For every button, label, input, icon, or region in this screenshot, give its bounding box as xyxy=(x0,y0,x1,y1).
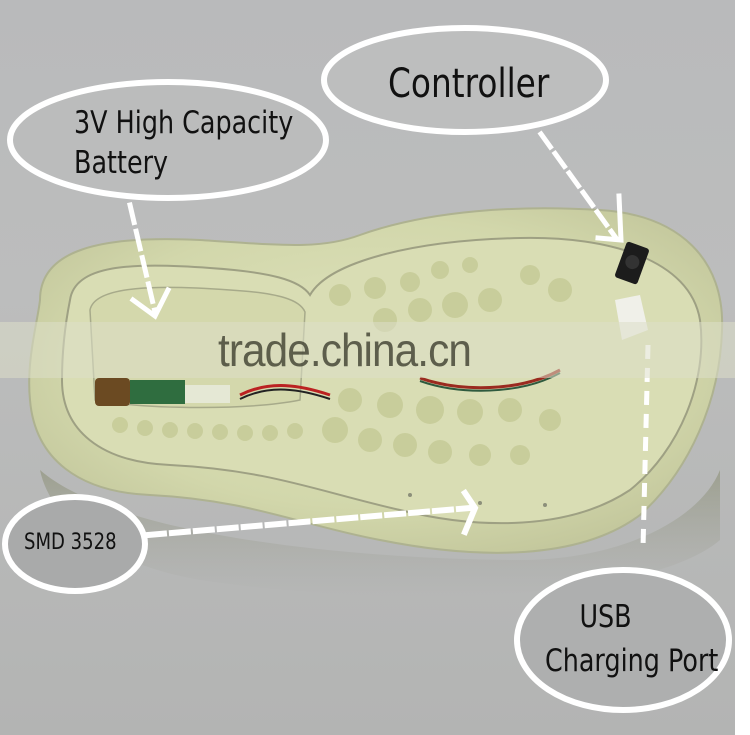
callout-usb-bubble xyxy=(514,567,732,713)
watermark-text: trade.china.cn xyxy=(218,324,472,376)
callout-controller: Controller xyxy=(388,60,549,108)
callout-battery-line2: Battery xyxy=(74,145,169,181)
callout-smd-line1: SMD 3528 xyxy=(24,530,117,555)
callout-usb-line1: USB xyxy=(579,599,632,635)
pcb-board xyxy=(130,380,185,404)
callout-battery-bubble xyxy=(7,79,329,201)
watermark-band xyxy=(0,322,735,378)
callout-battery: 3V High Capacity Battery xyxy=(74,103,293,183)
right-border-strip xyxy=(735,0,750,735)
callout-smd: SMD 3528 xyxy=(24,528,117,558)
controller-switch xyxy=(615,241,649,285)
arrow-controller xyxy=(537,130,624,243)
callout-smd-bubble xyxy=(2,494,148,594)
callout-controller-line1: Controller xyxy=(388,61,550,107)
callout-usb: USB Charging Port xyxy=(545,595,718,683)
callout-battery-line1: 3V High Capacity xyxy=(74,105,294,141)
callout-controller-bubble xyxy=(321,25,609,135)
arrow-battery xyxy=(126,201,172,320)
arrow-smd xyxy=(144,488,479,539)
callout-usb-line2: Charging Port xyxy=(545,643,719,679)
arrow-usb xyxy=(640,344,651,549)
battery-pack xyxy=(95,378,130,406)
